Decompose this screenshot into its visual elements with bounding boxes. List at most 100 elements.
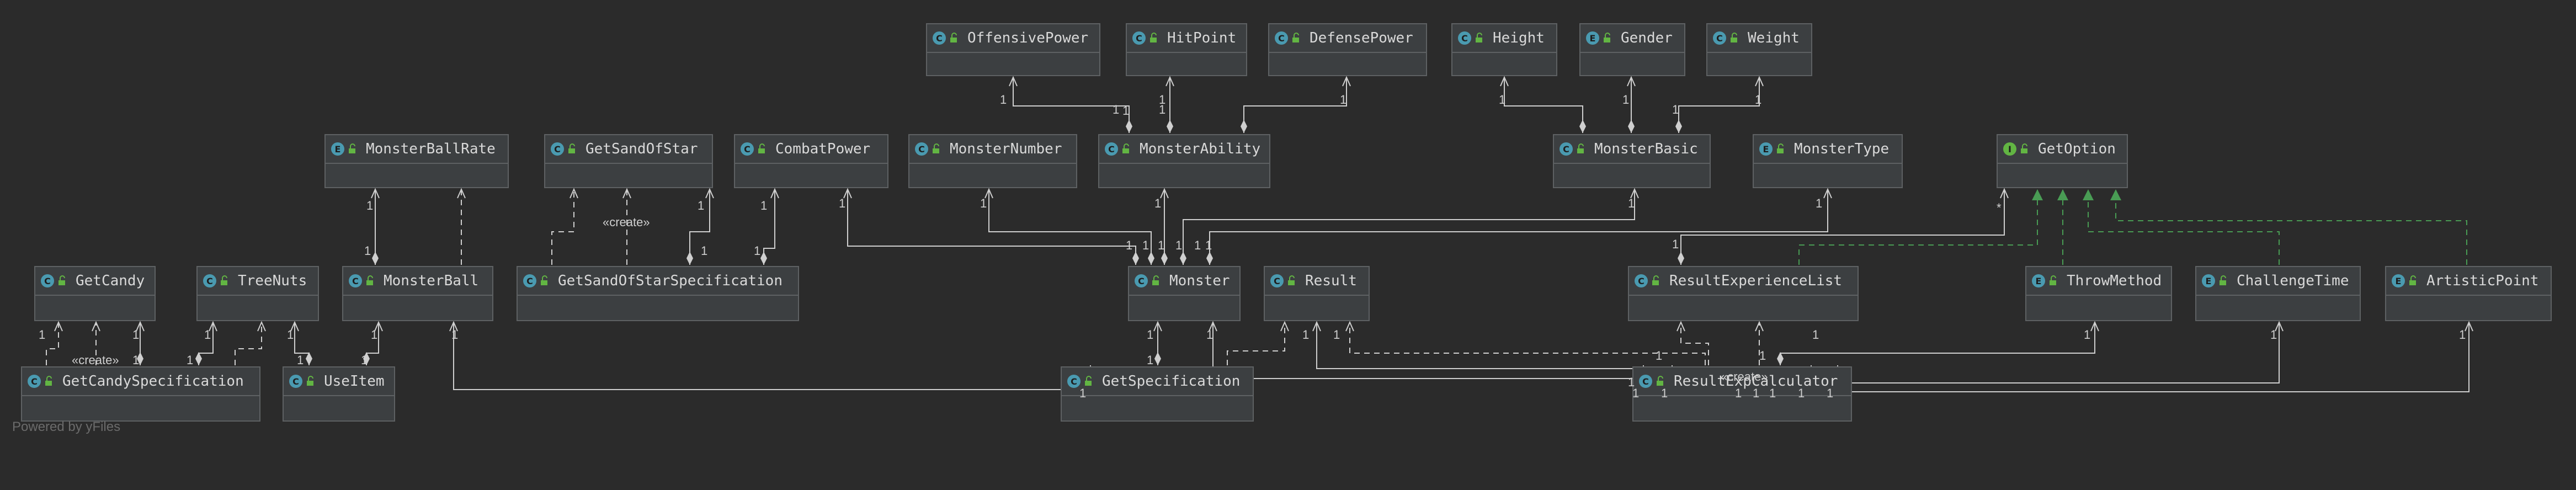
- multiplicity-label: 1: [1769, 386, 1776, 400]
- multiplicity-label: 1: [1632, 386, 1640, 400]
- enum-icon: E: [1586, 31, 1599, 45]
- composition-edge: [1183, 189, 1635, 265]
- multiplicity-label: 1: [760, 199, 768, 212]
- class-icon: C: [1560, 142, 1573, 156]
- class-name: Monster: [1169, 273, 1230, 289]
- class-name: GetSandOfStar: [586, 141, 698, 157]
- class-node-result-experience-list[interactable]: C ResultExperienceList: [1628, 266, 1859, 321]
- multiplicity-label: 1: [1205, 238, 1212, 252]
- class-node-hit-point[interactable]: C HitPoint: [1126, 23, 1247, 76]
- multiplicity-label: 1: [1735, 386, 1742, 400]
- composition-edge: [1811, 322, 2279, 384]
- unlock-icon: [2220, 275, 2226, 285]
- class-name: UseItem: [324, 373, 385, 390]
- composition-edge: [1504, 77, 1583, 133]
- unlock-icon: [221, 275, 227, 285]
- multiplicity-label: 1: [754, 244, 761, 258]
- class-name: TreeNuts: [238, 273, 307, 289]
- multiplicity-label: 1: [1816, 196, 1823, 210]
- multiplicity-label: 1: [1142, 238, 1149, 252]
- unlock-icon: [2050, 275, 2056, 285]
- class-icon: C: [289, 375, 302, 388]
- composition-edge: [1681, 189, 2004, 265]
- class-icon: C: [915, 142, 928, 156]
- class-icon: C: [349, 274, 362, 287]
- multiplicity-label: 1: [1154, 196, 1162, 210]
- dependency-edge: [551, 189, 574, 265]
- multiplicity-label: 1: [701, 244, 708, 258]
- multiplicity-label: 1: [132, 328, 140, 342]
- multiplicity-label: 1: [1755, 93, 1762, 106]
- class-icon: C: [1067, 375, 1081, 388]
- unlock-icon: [1150, 33, 1157, 42]
- unlock-icon: [307, 376, 313, 386]
- multiplicity-label: 1: [1759, 349, 1766, 363]
- unlock-icon: [1577, 143, 1584, 153]
- class-icon: C: [1458, 31, 1471, 45]
- class-node-monster-basic[interactable]: C MonsterBasic: [1553, 134, 1711, 188]
- multiplicity-label: 1: [1159, 103, 1166, 116]
- multiplicity-label: 1: [1122, 104, 1130, 118]
- class-name: MonsterBall: [384, 273, 479, 289]
- dependency-edge: [1227, 322, 1285, 365]
- class-icon: C: [1639, 375, 1652, 388]
- multiplicity-label: 1: [1079, 386, 1087, 400]
- class-node-use-item[interactable]: C UseItem: [283, 366, 395, 422]
- multiplicity-label: 1: [1194, 238, 1201, 252]
- class-icon: C: [28, 375, 41, 388]
- multiplicity-label: 1: [1126, 238, 1133, 252]
- unlock-icon: [2409, 275, 2416, 285]
- class-node-gender[interactable]: E Gender: [1579, 23, 1685, 76]
- realization-edge: [2083, 189, 2280, 265]
- unlock-icon: [1604, 33, 1610, 42]
- class-icon: C: [1132, 31, 1146, 45]
- multiplicity-label: 1: [1661, 386, 1668, 400]
- class-name: ResultExperienceList: [1669, 273, 1843, 289]
- composition-edge: [1213, 322, 1643, 379]
- class-name: Result: [1305, 273, 1357, 289]
- class-name: ArtisticPoint: [2426, 273, 2539, 289]
- class-name: MonsterBasic: [1594, 141, 1698, 157]
- class-icon: C: [1713, 31, 1726, 45]
- class-name: ThrowMethod: [2067, 273, 2162, 289]
- class-name: HitPoint: [1167, 30, 1237, 46]
- class-node-monster-ball[interactable]: C MonsterBall: [342, 266, 493, 321]
- multiplicity-label: 1: [287, 328, 294, 342]
- class-name: Weight: [1748, 30, 1800, 46]
- multiplicity-label: 1: [204, 328, 211, 342]
- multiplicity-label: 1: [1340, 93, 1347, 106]
- unlock-icon: [1085, 376, 1092, 386]
- unlock-icon: [568, 143, 575, 153]
- composition-edge: [1244, 77, 1346, 133]
- class-name: Gender: [1621, 30, 1673, 46]
- multiplicity-label: 1: [1302, 328, 1310, 342]
- multiplicity-label: 1: [361, 353, 368, 367]
- composition-edge: [989, 189, 1151, 265]
- multiplicity-label: 1: [132, 353, 140, 367]
- unlock-icon: [349, 143, 355, 153]
- class-node-weight[interactable]: C Weight: [1706, 23, 1812, 76]
- multiplicity-label: 1: [1499, 93, 1506, 106]
- class-icon: C: [1635, 274, 1648, 287]
